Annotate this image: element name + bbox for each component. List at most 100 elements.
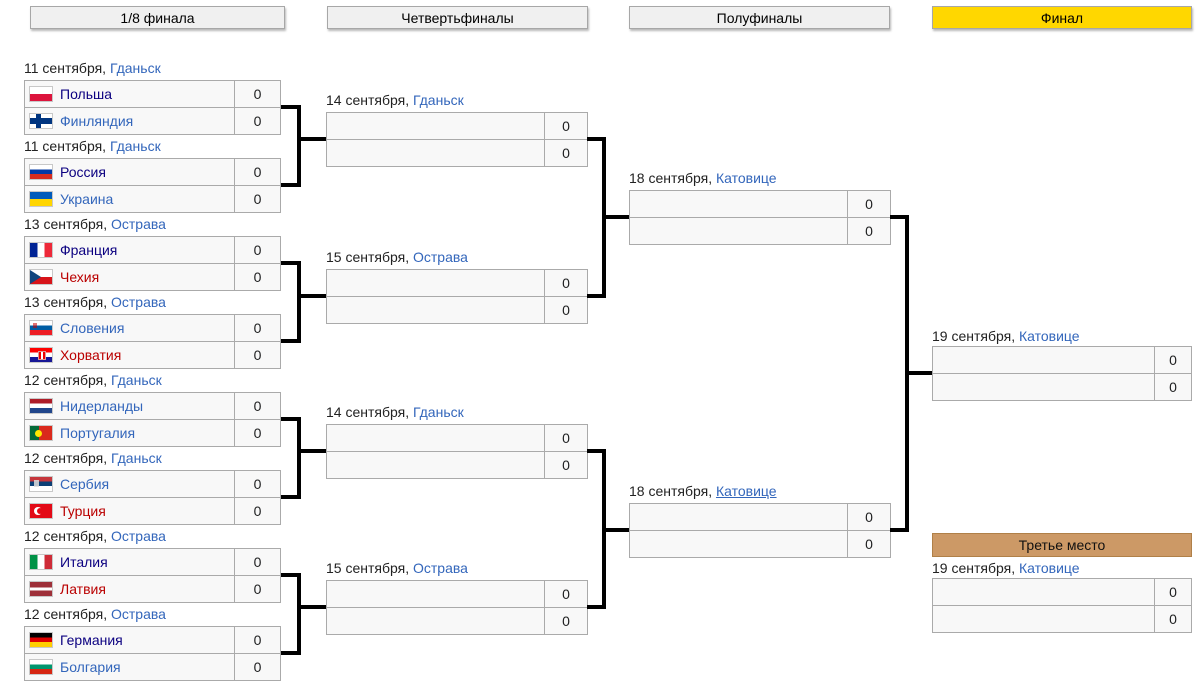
bracket-connector bbox=[297, 105, 301, 187]
team-link[interactable]: Латвия bbox=[60, 581, 106, 597]
match-final: 19 сентября, Катовице 0 0 bbox=[932, 328, 1192, 401]
bracket-connector bbox=[281, 651, 301, 655]
bracket-connector bbox=[301, 449, 326, 453]
score-cell: 0 bbox=[1154, 606, 1191, 632]
date-text: 11 сентября, bbox=[24, 60, 107, 76]
team-link[interactable]: Сербия bbox=[60, 476, 110, 492]
flag-icon bbox=[29, 320, 53, 336]
score-cell: 0 bbox=[847, 531, 890, 557]
team-row: Россия 0 bbox=[25, 159, 280, 185]
team-row: Сербия 0 bbox=[25, 471, 280, 497]
match-r16-3: 13 сентября, Острава Франция 0 Чехия 0 bbox=[24, 216, 281, 291]
bracket-connector bbox=[297, 261, 301, 343]
city-link[interactable]: Гданьск bbox=[110, 450, 162, 466]
flag-icon bbox=[29, 113, 53, 129]
bracket-connector bbox=[606, 215, 629, 219]
team-link[interactable]: Франция bbox=[60, 242, 118, 258]
match-r16-2: 11 сентября, Гданьск Россия 0 Украина 0 bbox=[24, 138, 281, 213]
date-text: 15 сентября, bbox=[326, 249, 410, 265]
flag-icon bbox=[29, 476, 53, 492]
city-link[interactable]: Катовице bbox=[1018, 560, 1080, 576]
city-link[interactable]: Гданьск bbox=[412, 404, 464, 420]
score-cell: 0 bbox=[544, 425, 587, 451]
bracket-connector bbox=[281, 573, 301, 577]
match-box: 0 0 bbox=[326, 269, 588, 324]
match-box: Италия 0 Латвия 0 bbox=[24, 548, 281, 603]
team-link[interactable]: Украина bbox=[60, 191, 114, 207]
third-place-header: Третье место bbox=[932, 533, 1192, 557]
score-cell: 0 bbox=[1154, 374, 1191, 400]
team-row: Италия 0 bbox=[25, 549, 280, 575]
team-link[interactable]: Нидерланды bbox=[60, 398, 144, 414]
match-quarterfinal-1: 14 сентября, Гданьск 0 0 bbox=[326, 92, 588, 167]
bracket-connector bbox=[281, 105, 301, 109]
team-row: Польша 0 bbox=[25, 81, 280, 107]
team-link[interactable]: Хорватия bbox=[60, 347, 122, 363]
bracket-connector bbox=[587, 605, 606, 609]
score-cell: 0 bbox=[544, 140, 587, 166]
city-link[interactable]: Острава bbox=[110, 606, 166, 622]
flag-icon bbox=[29, 164, 53, 180]
team-row: Финляндия 0 bbox=[25, 107, 280, 134]
match-quarterfinal-2: 15 сентября, Острава 0 0 bbox=[326, 249, 588, 324]
city-link[interactable]: Гданьск bbox=[412, 92, 464, 108]
bracket-connector bbox=[587, 294, 606, 298]
score-cell: 0 bbox=[234, 393, 280, 419]
team-link[interactable]: Германия bbox=[60, 632, 123, 648]
team-link[interactable]: Финляндия bbox=[60, 113, 134, 129]
city-link[interactable]: Острава bbox=[412, 560, 468, 576]
bracket-connector bbox=[281, 495, 301, 499]
team-link[interactable]: Португалия bbox=[60, 425, 136, 441]
city-link[interactable]: Гданьск bbox=[109, 138, 161, 154]
city-link[interactable]: Катовице bbox=[715, 170, 777, 186]
match-box: 0 0 bbox=[326, 580, 588, 635]
bracket-connector bbox=[606, 528, 629, 532]
team-link[interactable]: Болгария bbox=[60, 659, 121, 675]
team-link[interactable]: Словения bbox=[60, 320, 125, 336]
date-text: 12 сентября, bbox=[24, 450, 108, 466]
score-cell: 0 bbox=[234, 498, 280, 524]
team-link[interactable]: Россия bbox=[60, 164, 106, 180]
team-link[interactable]: Польша bbox=[60, 86, 113, 102]
match-date: 15 сентября, Острава bbox=[326, 249, 588, 269]
flag-icon bbox=[29, 191, 53, 207]
team-row: Турция 0 bbox=[25, 497, 280, 524]
flag-icon bbox=[29, 86, 53, 102]
date-text: 19 сентября, bbox=[932, 328, 1016, 344]
team-row: Словения 0 bbox=[25, 315, 280, 341]
match-box: Польша 0 Финляндия 0 bbox=[24, 80, 281, 135]
match-semifinal-2: 18 сентября, Катовице 0 0 bbox=[629, 483, 891, 558]
score-cell: 0 bbox=[847, 191, 890, 217]
city-link[interactable]: Острава bbox=[412, 249, 468, 265]
city-link[interactable]: Гданьск bbox=[110, 372, 162, 388]
city-link[interactable]: Гданьск bbox=[109, 60, 161, 76]
match-box: Франция 0 Чехия 0 bbox=[24, 236, 281, 291]
score-cell: 0 bbox=[544, 581, 587, 607]
team-link[interactable]: Чехия bbox=[60, 269, 100, 285]
score-cell: 0 bbox=[234, 186, 280, 212]
date-text: 19 сентября, bbox=[932, 560, 1016, 576]
match-box: 0 0 bbox=[629, 190, 891, 245]
flag-icon bbox=[29, 581, 53, 597]
team-row: 0 bbox=[327, 581, 587, 607]
match-date: 19 сентября, Катовице bbox=[932, 560, 1192, 578]
match-box: 0 0 bbox=[326, 112, 588, 167]
date-text: 11 сентября, bbox=[24, 138, 107, 154]
flag-icon bbox=[29, 269, 53, 285]
score-cell: 0 bbox=[544, 113, 587, 139]
bracket-connector bbox=[297, 573, 301, 655]
team-row: Германия 0 bbox=[25, 627, 280, 653]
city-link[interactable]: Катовице bbox=[1018, 328, 1080, 344]
team-link[interactable]: Турция bbox=[60, 503, 106, 519]
city-link[interactable]: Острава bbox=[110, 294, 166, 310]
city-link[interactable]: Острава bbox=[110, 216, 166, 232]
team-row: Нидерланды 0 bbox=[25, 393, 280, 419]
team-link[interactable]: Италия bbox=[60, 554, 108, 570]
bracket-connector bbox=[602, 449, 606, 609]
score-cell: 0 bbox=[234, 471, 280, 497]
bracket-connector bbox=[301, 605, 326, 609]
city-link[interactable]: Катовице bbox=[715, 483, 777, 499]
city-link[interactable]: Острава bbox=[110, 528, 166, 544]
match-box: Германия 0 Болгария 0 bbox=[24, 626, 281, 681]
